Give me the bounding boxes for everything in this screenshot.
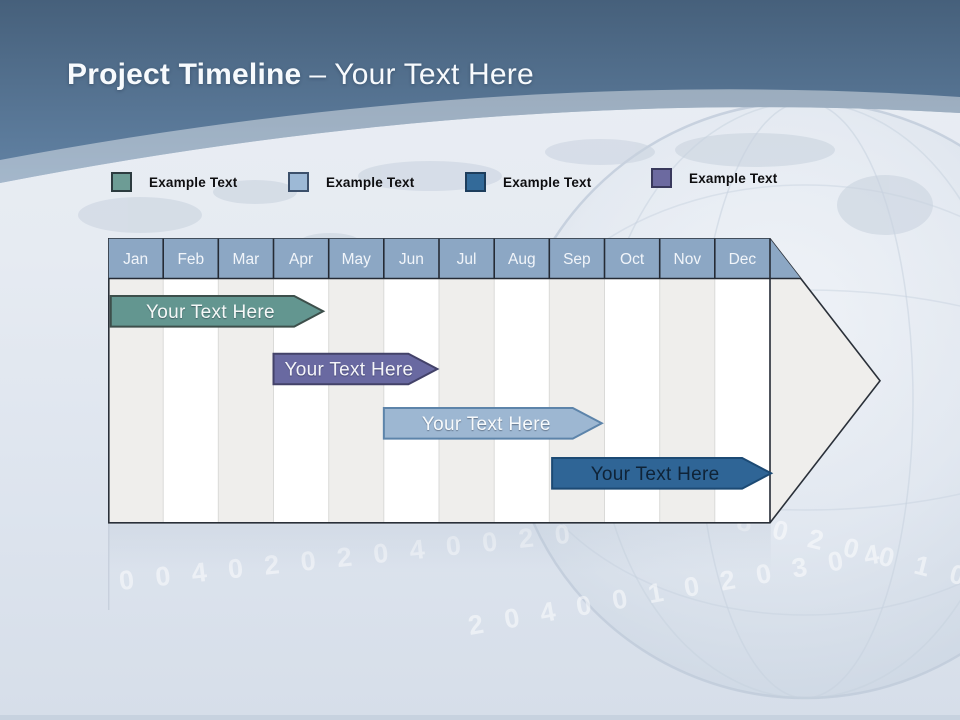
legend-label: Example Text <box>149 174 238 190</box>
month-cell-label: Jan <box>123 251 148 268</box>
timeline-bar: Your Text Here <box>551 457 774 490</box>
month-cell-label: Aug <box>508 251 536 268</box>
timeline-bar: Your Text Here <box>109 295 326 328</box>
legend-swatch <box>651 168 672 188</box>
legend-swatch <box>111 172 132 192</box>
month-header-band <box>108 238 801 279</box>
timeline-bar-shape <box>272 352 440 386</box>
legend-label: Example Text <box>503 174 592 190</box>
legend-item: Example Text <box>287 171 414 193</box>
top-banner <box>0 0 960 183</box>
month-cell-label: Apr <box>289 251 313 268</box>
timeline-bar-shape <box>382 407 604 440</box>
banner-blue-band <box>0 0 960 183</box>
title-regular: – Your Text Here <box>309 58 534 91</box>
banner-arc-highlight <box>0 89 960 183</box>
month-cell-label: Nov <box>674 251 702 268</box>
page-title: Project Timeline– Your Text Here <box>67 58 927 92</box>
timeline-bar-shape <box>551 457 774 490</box>
timeline-bar: Your Text Here <box>272 352 440 386</box>
month-cell-label: Sep <box>563 251 591 268</box>
bottom-edge <box>0 715 960 720</box>
timeline-bar: Your Text Here <box>382 407 604 440</box>
legend-label: Example Text <box>326 174 415 190</box>
month-cell-label: Feb <box>177 251 204 268</box>
month-cell-label: Jun <box>399 251 424 268</box>
chart-reflection <box>108 524 771 573</box>
title-bold: Project Timeline <box>67 58 302 91</box>
month-header-borders <box>108 238 801 523</box>
timeline-bar-shape <box>109 295 326 328</box>
timeline-bar-label: Your Text Here <box>146 302 275 323</box>
timeline-bar-label: Your Text Here <box>285 360 414 381</box>
month-cell-label: Dec <box>729 251 757 268</box>
month-header-labels: Jan Feb Mar Apr May Jun Jul Aug Sep Oct … <box>123 251 756 268</box>
month-cell-label: Mar <box>233 251 260 268</box>
legend-swatch <box>465 172 486 192</box>
month-cell-label: May <box>342 251 372 268</box>
world-map-decoration <box>78 133 933 271</box>
month-cell-label: Oct <box>620 251 645 268</box>
timeline-bar-label: Your Text Here <box>591 464 720 485</box>
legend-item: Example Text <box>464 171 591 193</box>
month-cell-label: Jul <box>457 251 477 268</box>
legend-item: Example Text <box>650 167 777 189</box>
legend-label: Example Text <box>689 170 778 186</box>
timeline-bar-label: Your Text Here <box>422 414 551 435</box>
legend-item: Example Text <box>110 171 237 193</box>
legend-swatch <box>288 172 309 192</box>
